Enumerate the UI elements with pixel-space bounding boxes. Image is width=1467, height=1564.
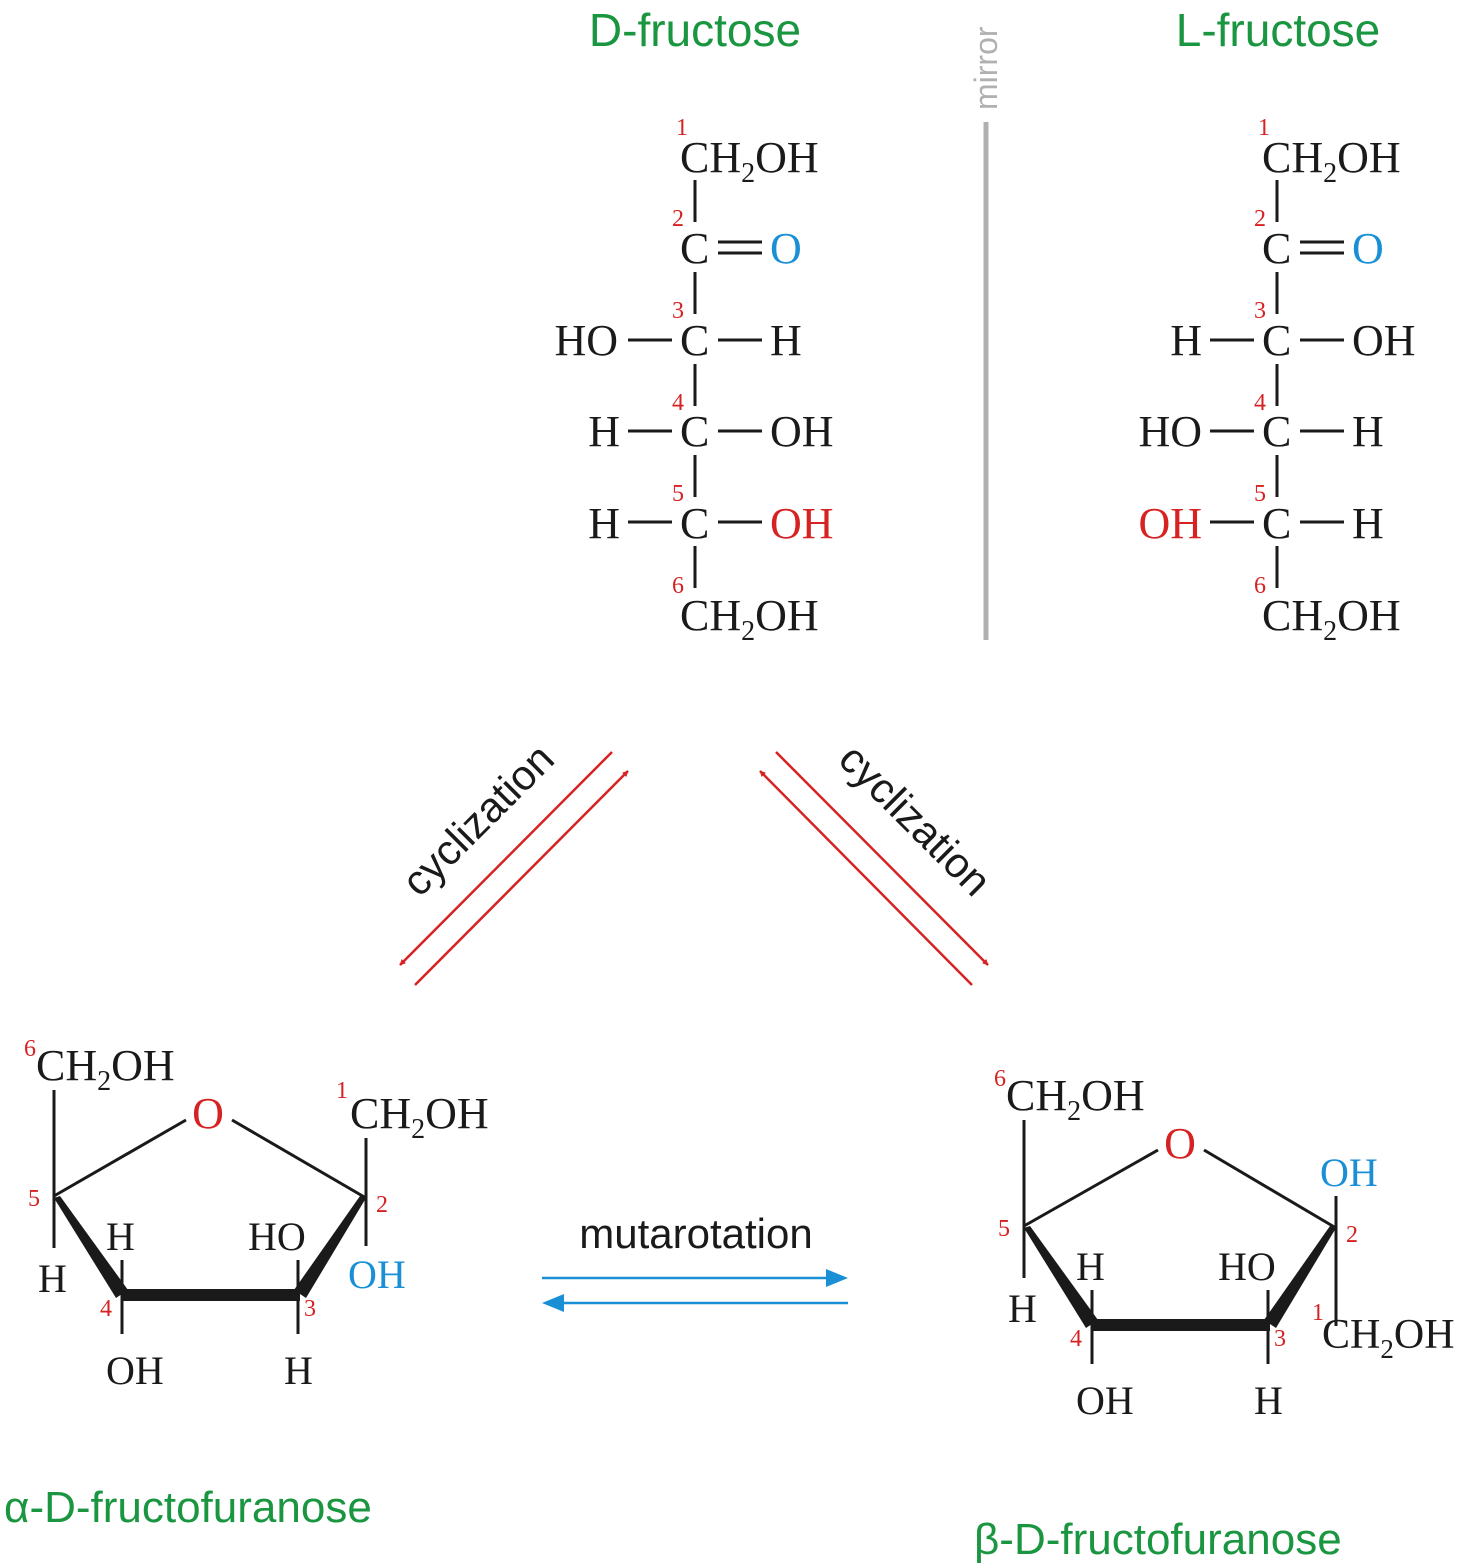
- alpha-c4-oh: OH: [106, 1348, 164, 1393]
- c6-ch2oh: CH2OH: [1262, 591, 1401, 647]
- carbon-number-4: 4: [1254, 390, 1266, 416]
- wedge-bond: [54, 1196, 128, 1298]
- cyclization-left-arrows: cyclization: [393, 735, 629, 986]
- c2-carbon: C: [680, 224, 709, 273]
- c4-left: HO: [1138, 407, 1202, 456]
- beta-c1-number: 1: [1312, 1300, 1324, 1326]
- beta-c3-h: H: [1254, 1378, 1283, 1423]
- arrow-to-open-chain: [414, 770, 629, 986]
- l-fructose-fischer: 1 2 3 4 5 6 CH2OH C O H C OH HO C H OH C…: [1138, 115, 1415, 647]
- beta-c6-number: 6: [994, 1066, 1006, 1092]
- carbon-number-2: 2: [672, 206, 684, 232]
- arrow-to-beta: [775, 751, 989, 966]
- c4-right: H: [1352, 407, 1384, 456]
- beta-c5-h: H: [1008, 1286, 1037, 1331]
- c5-right-highlight: OH: [770, 499, 834, 548]
- alpha-ring-oxygen: O: [192, 1089, 224, 1138]
- c4-left: H: [588, 407, 620, 456]
- beta-c2-oh: OH: [1320, 1150, 1378, 1195]
- carbon-number-2: 2: [1254, 206, 1266, 232]
- alpha-d-fructofuranose: 6 CH2OH 5 H O 1 CH2OH 2 OH 4 H OH 3 HO H…: [4, 1036, 489, 1532]
- beta-c2-number: 2: [1346, 1222, 1358, 1248]
- carbon-number-3: 3: [672, 298, 684, 324]
- carbon-number-1: 1: [676, 115, 688, 141]
- d-fructose-fischer: 1 2 3 4 5 6 CH2OH C O HO C H H C OH H C: [554, 115, 833, 647]
- c3-left: H: [1170, 316, 1202, 365]
- cyclization-right-arrows: cyclization: [759, 735, 1000, 986]
- alpha-c6-ch2oh: CH2OH: [36, 1041, 175, 1097]
- bond: [231, 1118, 367, 1200]
- carbon-number-1: 1: [1258, 115, 1270, 141]
- c3-right: OH: [1352, 316, 1416, 365]
- carbon-number-5: 5: [672, 481, 684, 507]
- wedge-bond: [1024, 1226, 1098, 1328]
- arrow-to-open-chain: [759, 770, 973, 986]
- c5-left: H: [588, 499, 620, 548]
- alpha-c4-number: 4: [100, 1296, 112, 1322]
- c3-right: H: [770, 316, 802, 365]
- c5-left-highlight: OH: [1138, 499, 1202, 548]
- beta-title: β-D-fructofuranose: [974, 1515, 1342, 1564]
- arrow-back-head: [542, 1294, 564, 1312]
- c3-carbon: C: [680, 316, 709, 365]
- carbon-number-6: 6: [672, 573, 684, 599]
- beta-c4-oh: OH: [1076, 1378, 1134, 1423]
- beta-c3-ho: HO: [1218, 1244, 1276, 1289]
- c3-carbon: C: [1262, 316, 1291, 365]
- mirror-label: mirror: [968, 26, 1004, 110]
- beta-c4-number: 4: [1070, 1326, 1082, 1352]
- d-fructose-title: D-fructose: [589, 4, 801, 56]
- carbon-number-6: 6: [1254, 573, 1266, 599]
- beta-c3-number: 3: [1274, 1326, 1286, 1352]
- mutarotation-arrows: mutarotation: [542, 1210, 848, 1312]
- arrow-to-alpha: [399, 751, 613, 966]
- bond: [1023, 1148, 1159, 1228]
- alpha-c3-ho: HO: [248, 1214, 306, 1259]
- c2-carbon: C: [1262, 224, 1291, 273]
- alpha-c2-oh: OH: [348, 1252, 406, 1297]
- l-fructose-title: L-fructose: [1176, 4, 1381, 56]
- c3-left: HO: [554, 316, 618, 365]
- c4-carbon: C: [680, 407, 709, 456]
- ketone-oxygen: O: [1352, 224, 1384, 273]
- alpha-c3-h: H: [284, 1348, 313, 1393]
- mutarotation-label: mutarotation: [579, 1210, 812, 1257]
- arrow-forward-head: [826, 1269, 848, 1287]
- c4-carbon: C: [1262, 407, 1291, 456]
- beta-c5-number: 5: [998, 1216, 1010, 1242]
- carbon-number-5: 5: [1254, 481, 1266, 507]
- beta-ring-oxygen: O: [1164, 1119, 1196, 1168]
- alpha-c3-number: 3: [304, 1296, 316, 1322]
- beta-c1-ch2oh: CH2OH: [1322, 1312, 1455, 1364]
- alpha-c5-number: 5: [28, 1186, 40, 1212]
- c6-ch2oh: CH2OH: [680, 591, 819, 647]
- wedge-bond: [1264, 1226, 1336, 1328]
- wedge-bond: [294, 1196, 366, 1298]
- alpha-c5-h: H: [38, 1256, 67, 1301]
- beta-c6-ch2oh: CH2OH: [1006, 1071, 1145, 1127]
- alpha-c4-h: H: [106, 1214, 135, 1259]
- c5-right: H: [1352, 499, 1384, 548]
- alpha-c2-number: 2: [376, 1192, 388, 1218]
- bond: [1203, 1148, 1337, 1230]
- carbon-number-4: 4: [672, 390, 684, 416]
- cyclization-left-label: cyclization: [393, 735, 563, 905]
- alpha-c1-number: 1: [336, 1078, 348, 1104]
- c1-ch2oh: CH2OH: [680, 133, 819, 189]
- bond: [53, 1118, 187, 1198]
- alpha-title: α-D-fructofuranose: [4, 1483, 372, 1532]
- alpha-c1-ch2oh: CH2OH: [350, 1089, 489, 1145]
- beta-d-fructofuranose: 6 CH2OH 5 H O OH 2 1 CH2OH 4 H OH 3 HO H…: [974, 1066, 1455, 1564]
- c5-carbon: C: [1262, 499, 1291, 548]
- c5-carbon: C: [680, 499, 709, 548]
- cyclization-right-label: cyclization: [830, 735, 1000, 905]
- beta-c4-h: H: [1076, 1244, 1105, 1289]
- c1-ch2oh: CH2OH: [1262, 133, 1401, 189]
- ketone-oxygen: O: [770, 224, 802, 273]
- carbon-number-3: 3: [1254, 298, 1266, 324]
- c4-right: OH: [770, 407, 834, 456]
- alpha-c6-number: 6: [24, 1036, 36, 1062]
